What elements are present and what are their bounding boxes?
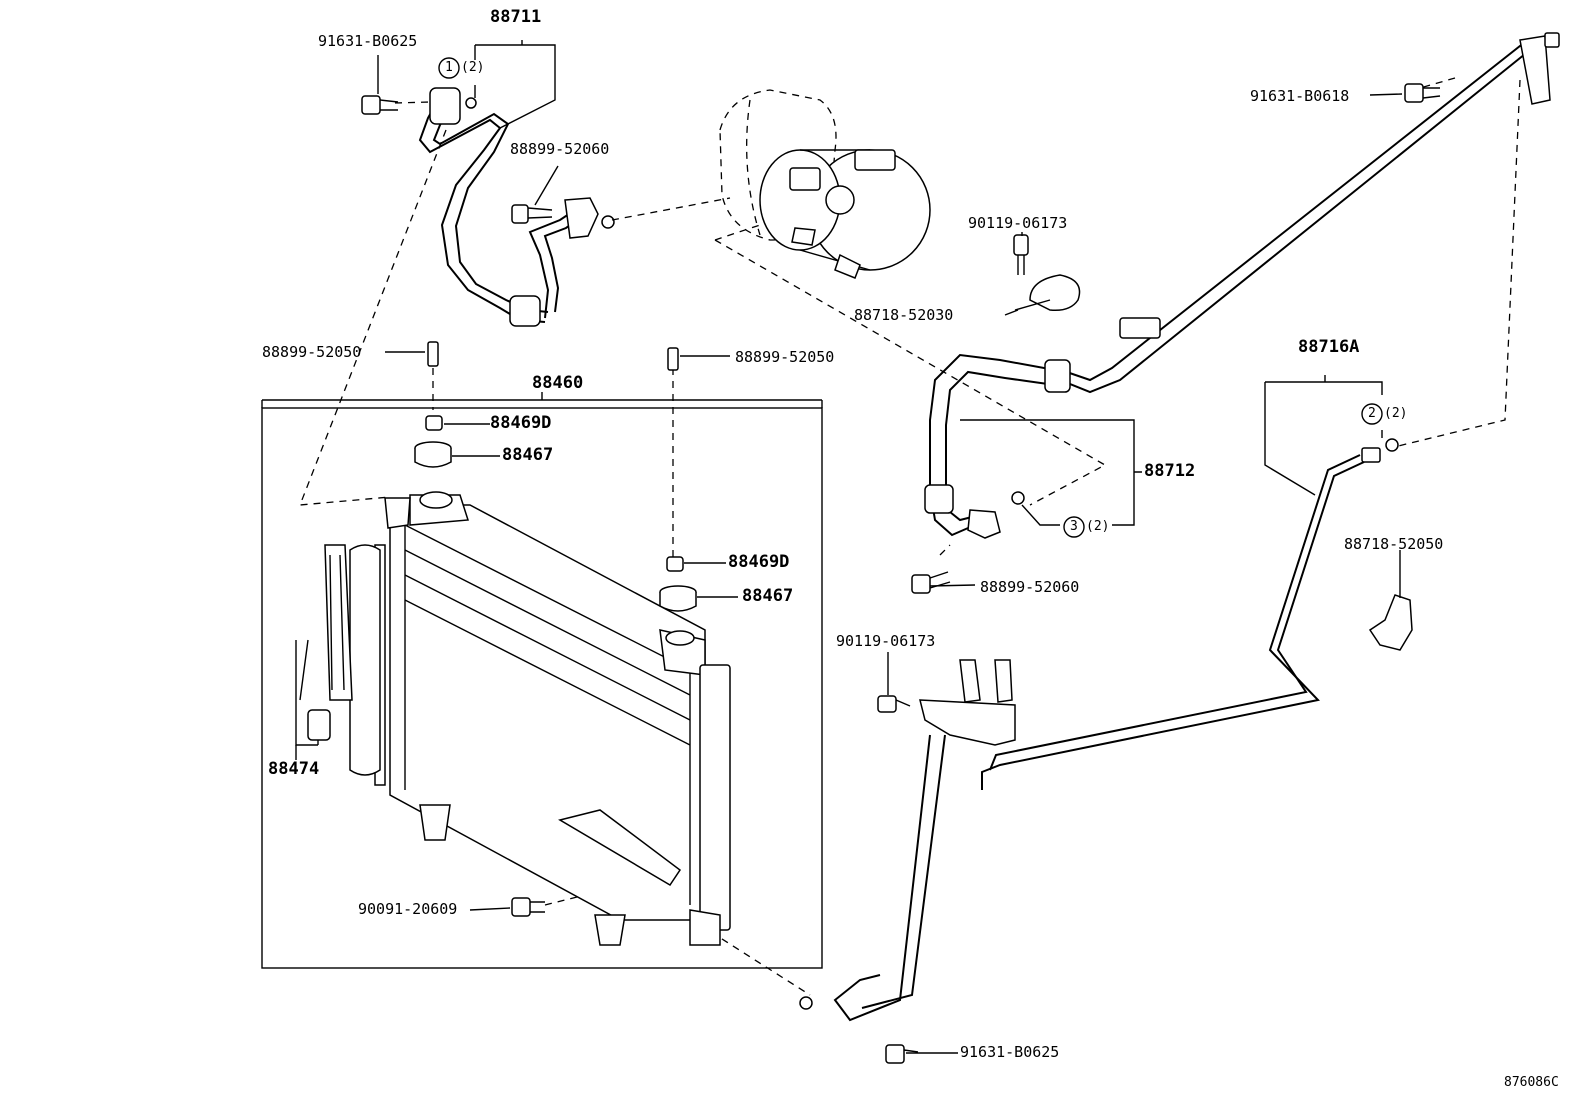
clamp-88718-52050[interactable] <box>1368 594 1413 651</box>
cushion-88467-mid[interactable] <box>659 585 697 612</box>
discharge-hose-88711[interactable] <box>418 87 599 327</box>
part-label-88899-52060-top: 88899-52060 <box>510 140 610 158</box>
callout-2 <box>1361 403 1383 425</box>
part-label-88712: 88712 <box>1144 461 1196 481</box>
part-label-88469d-mid: 88469D <box>728 552 790 572</box>
liquid-pipe-88716a[interactable] <box>833 447 1381 1022</box>
collar-88469d-mid[interactable] <box>666 556 684 572</box>
figure-code: 876086C <box>1504 1075 1559 1090</box>
part-label-88899-52050-right: 88899-52050 <box>735 348 835 366</box>
o-ring <box>1385 438 1399 452</box>
part-label-88467-top: 88467 <box>502 445 554 465</box>
part-label-88899-52050-left: 88899-52050 <box>262 343 362 361</box>
callout-3-number: 3 <box>1070 519 1078 534</box>
part-label-88460: 88460 <box>532 373 584 393</box>
part-label-90091-20609: 90091-20609 <box>358 900 458 918</box>
callout-2-number: 2 <box>1368 406 1376 421</box>
o-ring <box>601 215 615 229</box>
callout-3-qty: (2) <box>1086 519 1110 534</box>
o-ring <box>799 996 813 1010</box>
bolt-90119-06173-top[interactable] <box>1013 234 1029 275</box>
bolt-90119-06173-bot[interactable] <box>877 695 911 713</box>
callout-1-qty: (2) <box>461 60 485 75</box>
part-label-91631-b0618: 91631-B0618 <box>1250 87 1350 105</box>
cushion-88467-top[interactable] <box>414 441 452 468</box>
part-label-88718-52030: 88718-52030 <box>854 306 954 324</box>
part-label-88474: 88474 <box>268 759 320 779</box>
part-label-91631-b0625-top: 91631-B0625 <box>318 32 418 50</box>
callout-1-number: 1 <box>445 60 453 75</box>
bolt-88899-52050-left[interactable] <box>427 341 439 367</box>
bolt-91631-b0618[interactable] <box>1404 83 1441 103</box>
bolt-88899-52060-mid[interactable] <box>911 571 951 594</box>
part-label-88899-52060-mid: 88899-52060 <box>980 578 1080 596</box>
o-ring <box>465 97 477 109</box>
receiver-dryer-88474[interactable] <box>295 544 353 746</box>
bolt-91631-b0625-bot[interactable] <box>885 1044 919 1064</box>
callout-3 <box>1063 516 1085 538</box>
part-label-88711: 88711 <box>490 7 542 27</box>
part-label-88469d-top: 88469D <box>490 413 552 433</box>
bolt-90091-20609[interactable] <box>511 897 545 917</box>
bolt-91631-b0625-top[interactable] <box>361 95 399 115</box>
part-label-88467-mid: 88467 <box>742 586 794 606</box>
clamp-88718-52030[interactable] <box>1014 274 1081 312</box>
suction-hose-88712[interactable] <box>924 32 1560 539</box>
ac-compressor[interactable] <box>719 89 931 279</box>
bolt-88899-52050-right[interactable] <box>667 347 679 371</box>
condenser-assembly-box <box>261 407 823 969</box>
label-leaders <box>261 40 1403 1054</box>
part-label-88718-52050: 88718-52050 <box>1344 535 1444 553</box>
part-label-88716a: 88716A <box>1298 337 1360 357</box>
part-label-90119-06173-top: 90119-06173 <box>968 214 1068 232</box>
part-label-90119-06173-bot: 90119-06173 <box>836 632 936 650</box>
o-ring <box>1011 491 1025 505</box>
bolt-88899-52060-top[interactable] <box>511 204 553 224</box>
part-label-91631-b0625-bot: 91631-B0625 <box>960 1043 1060 1061</box>
callout-2-qty: (2) <box>1384 406 1408 421</box>
condenser-88460[interactable] <box>349 491 731 946</box>
collar-88469d-top[interactable] <box>425 415 443 431</box>
callout-1 <box>438 57 460 79</box>
